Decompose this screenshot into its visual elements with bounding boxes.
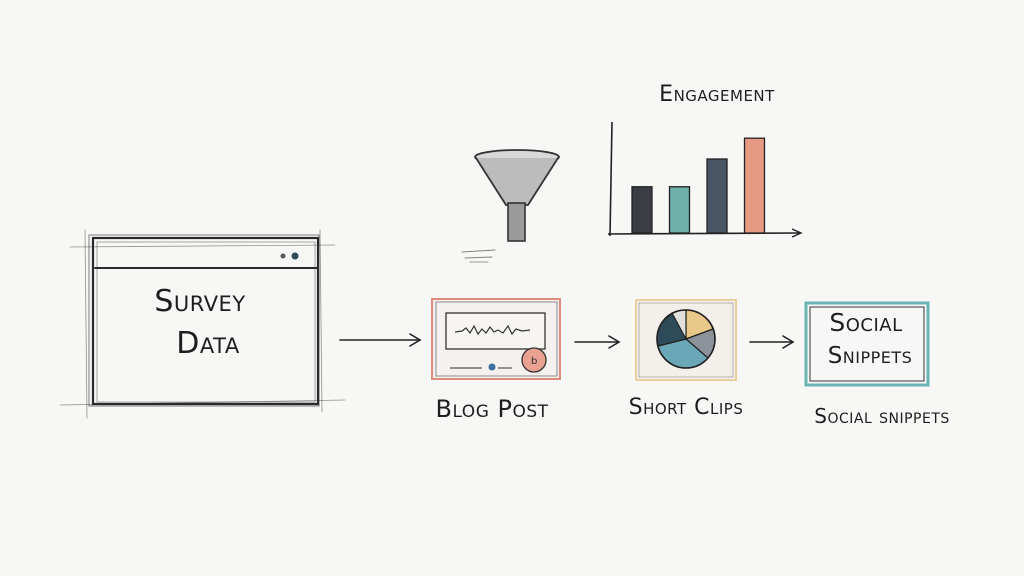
chart-bar: [743, 137, 766, 234]
play-button-icon: [521, 347, 547, 373]
engagement-chart: [607, 121, 803, 238]
short-clips-card: [635, 299, 737, 381]
arrow-icon: [339, 333, 422, 347]
x-axis: [607, 232, 801, 235]
survey-window: [59, 229, 346, 419]
social-box-frame: [804, 301, 930, 387]
chart-bar: [706, 158, 728, 234]
social-box-line2: Snippets: [827, 343, 913, 369]
survey-title-line2: Data: [176, 326, 240, 361]
social-snippets-label: Social snippets: [814, 404, 950, 428]
waveform-icon: [454, 324, 531, 336]
window-control-icon: [280, 252, 299, 260]
x-axis-arrow-icon: [791, 228, 803, 238]
y-axis: [609, 121, 613, 237]
social-box-line1: Social: [829, 308, 903, 337]
short-clips-label: Short Clips: [628, 395, 744, 420]
pie-chart-icon: [656, 309, 716, 369]
survey-title-line1: Survey: [154, 284, 246, 319]
svg-text:b: b: [531, 356, 537, 367]
chart-bar: [668, 186, 691, 234]
chart-bar: [631, 186, 653, 234]
chart-title: Engagement: [659, 82, 775, 107]
arrow-icon: [574, 335, 621, 349]
slider-knob-icon: [488, 363, 496, 371]
funnel-icon: [461, 149, 560, 263]
blog-post-card: b: [431, 298, 561, 380]
blog-post-label: Blog Post: [435, 395, 549, 423]
arrow-icon: [749, 335, 795, 349]
